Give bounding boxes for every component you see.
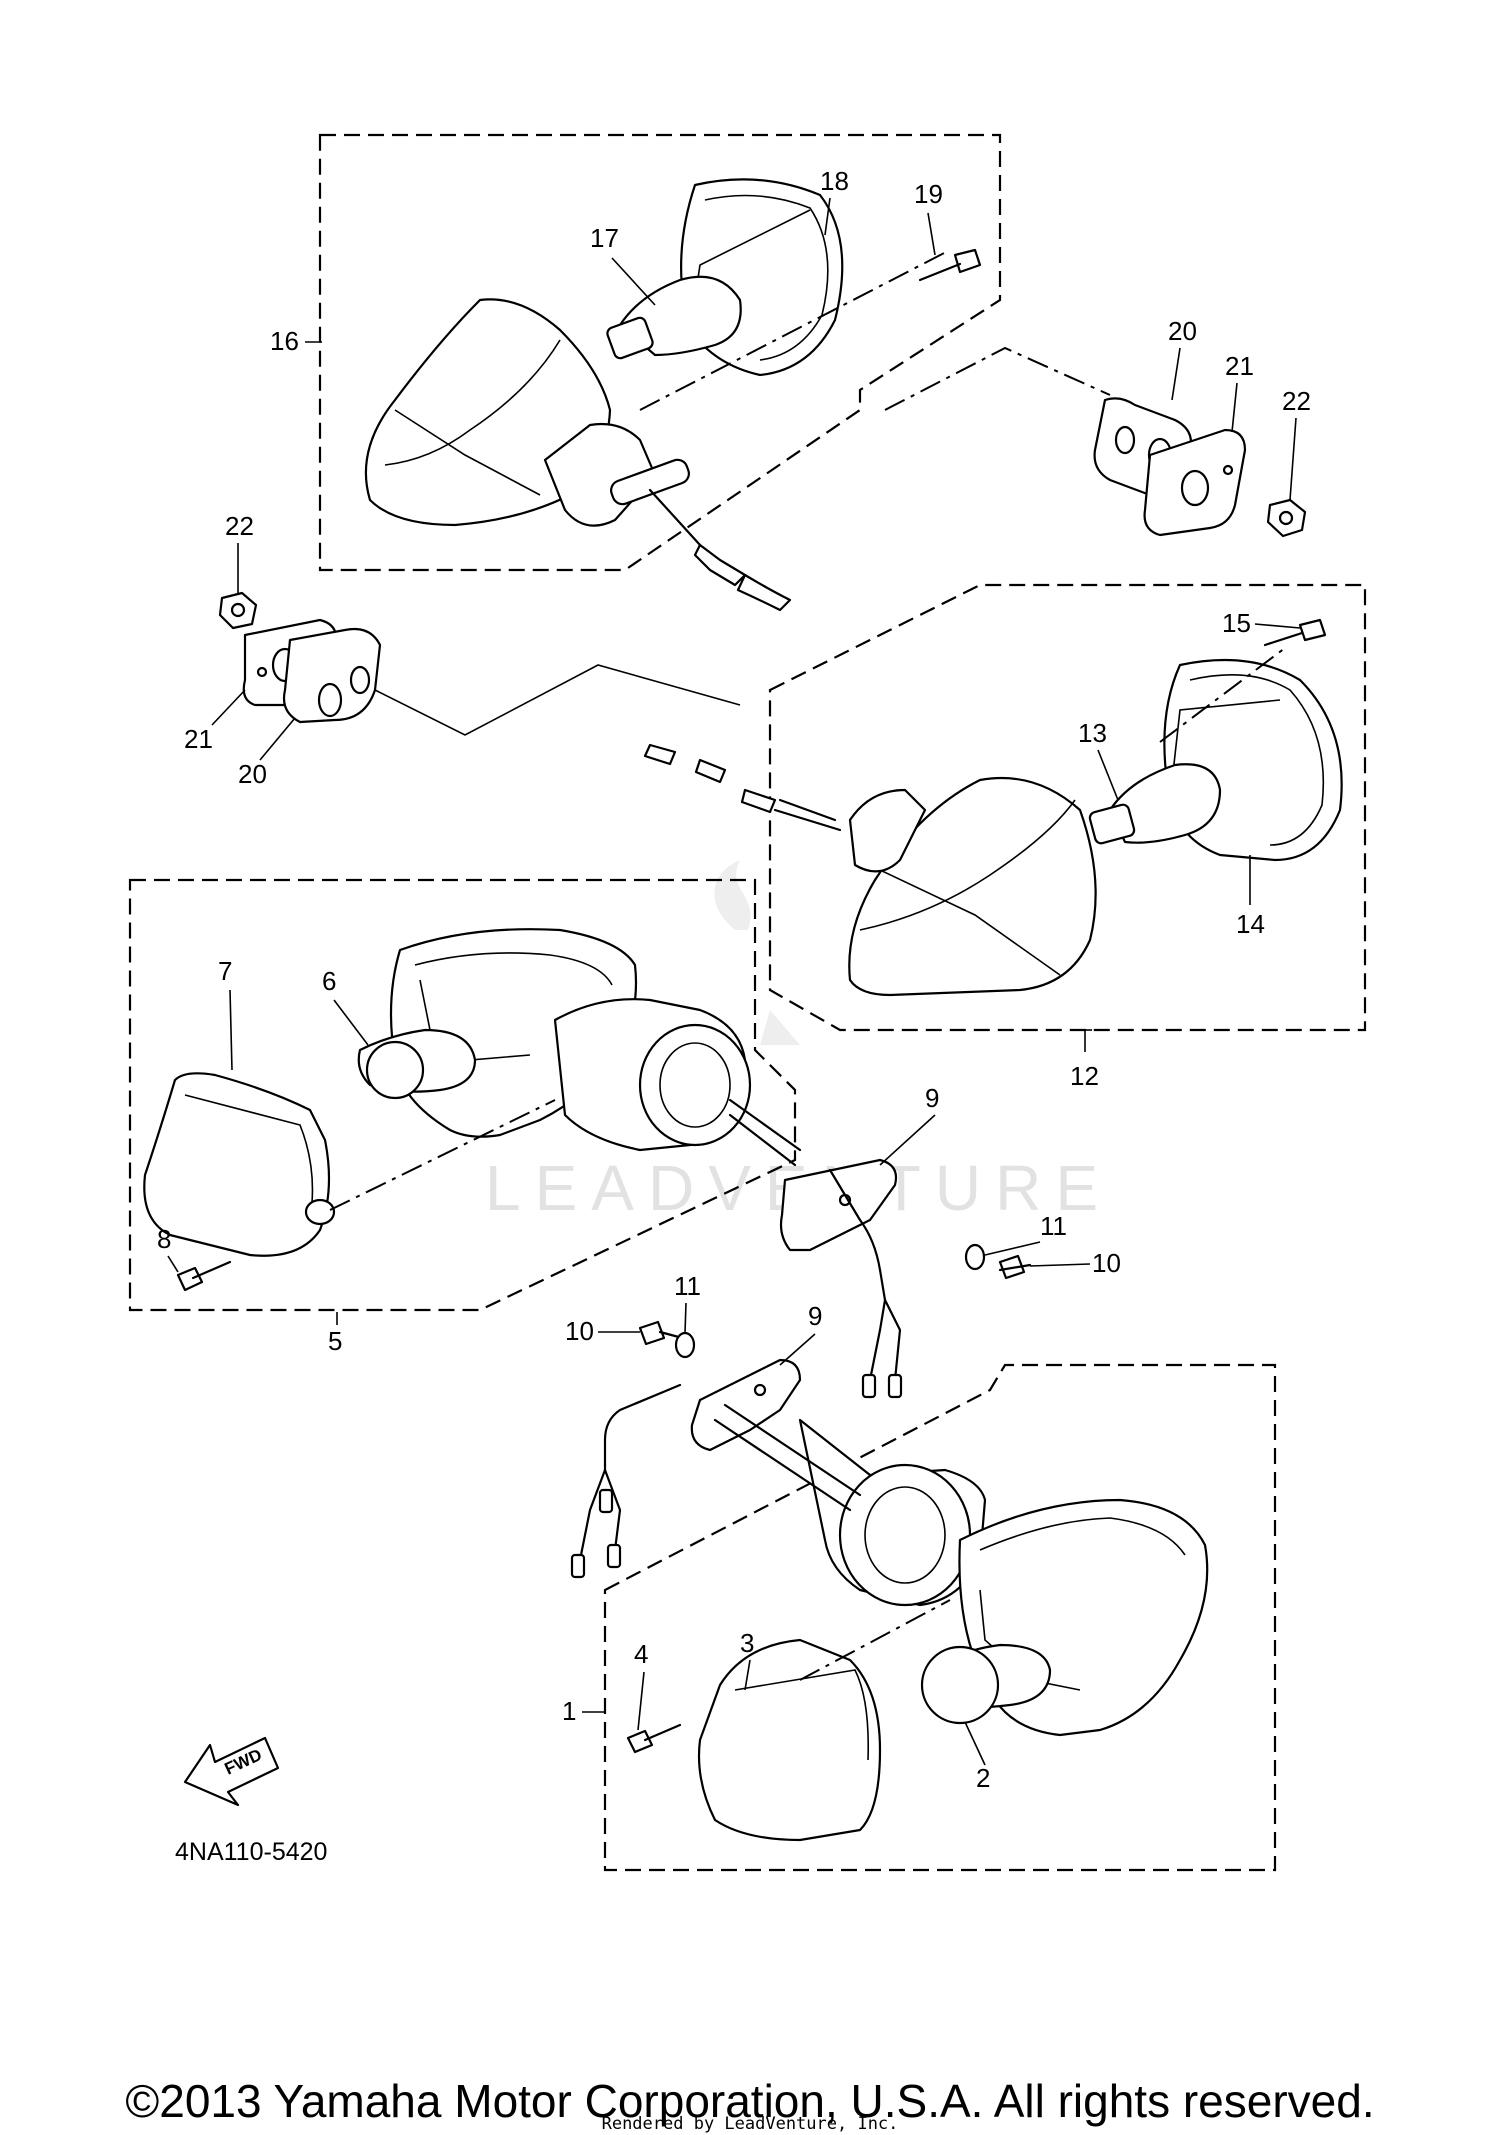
lens-7[interactable] xyxy=(143,1072,331,1257)
callout-21-right: 21 xyxy=(1225,351,1254,381)
guide-line-12 xyxy=(374,664,741,736)
callout-20-right: 20 xyxy=(1168,316,1197,346)
callout-10-upper: 10 xyxy=(1092,1248,1121,1278)
callout-20-left: 20 xyxy=(238,759,267,789)
fwd-arrow-icon: FWD xyxy=(183,1736,280,1807)
callout-5: 5 xyxy=(328,1326,342,1356)
assembly-1-boundary xyxy=(603,1363,1277,1872)
callout-13: 13 xyxy=(1078,718,1107,748)
assembly-5-turn-signal-front-left[interactable] xyxy=(128,878,802,1312)
screw-10-lower[interactable] xyxy=(638,1320,692,1346)
lens-3[interactable] xyxy=(697,1638,882,1842)
nut-22-right[interactable] xyxy=(1266,498,1307,538)
callout-16: 16 xyxy=(270,326,299,356)
callout-14: 14 xyxy=(1236,909,1265,939)
bracket-9-lower[interactable] xyxy=(690,1358,802,1452)
callout-9-upper: 9 xyxy=(925,1083,939,1113)
callout-2: 2 xyxy=(976,1763,990,1793)
screw-4[interactable] xyxy=(626,1723,682,1754)
callout-12: 12 xyxy=(1070,1061,1099,1091)
figure-code: 4NA110-5420 xyxy=(175,1838,327,1866)
callout-4: 4 xyxy=(634,1639,648,1669)
callout-10-lower: 10 xyxy=(565,1316,594,1346)
callout-6: 6 xyxy=(322,966,336,996)
assembly-16-boundary xyxy=(318,133,1002,572)
assembly-5-boundary xyxy=(128,878,797,1312)
assembly-12-turn-signal-rear-right[interactable] xyxy=(643,583,1367,1032)
assembly-16-turn-signal-front-right[interactable] xyxy=(318,133,1002,612)
bulb-13[interactable] xyxy=(1108,763,1222,844)
callout-17: 17 xyxy=(590,223,619,253)
callout-7: 7 xyxy=(218,956,232,986)
screw-19[interactable] xyxy=(918,248,982,282)
screw-10-upper[interactable] xyxy=(998,1254,1032,1280)
bracket-9-upper[interactable] xyxy=(779,1158,898,1272)
screw-15[interactable] xyxy=(1263,618,1327,647)
nut-22-left[interactable] xyxy=(218,591,258,630)
callout-8: 8 xyxy=(157,1224,171,1254)
rubber-mount-20-left[interactable] xyxy=(282,627,382,724)
callout-9-lower: 9 xyxy=(808,1301,822,1331)
callout-21-left: 21 xyxy=(184,724,213,754)
callout-labels: 16 17 18 19 20 21 22 22 21 20 15 13 14 1… xyxy=(157,166,1311,1793)
callout-11-lower: 11 xyxy=(674,1271,701,1301)
assembly-12-boundary xyxy=(768,583,1367,1032)
copyright-notice: ©2013 Yamaha Motor Corporation, U.S.A. A… xyxy=(125,2075,1375,2127)
washer-11-lower[interactable] xyxy=(674,1331,696,1359)
wire-harness-upper xyxy=(861,1268,903,1399)
callout-19: 19 xyxy=(914,179,943,209)
rendered-by-credit: Rendered by LeadVenture, Inc. xyxy=(601,2114,899,2134)
washer-plate-21-right[interactable] xyxy=(1143,428,1247,537)
callout-15: 15 xyxy=(1222,608,1251,638)
screw-8[interactable] xyxy=(176,1260,232,1292)
callout-18: 18 xyxy=(820,166,849,196)
guide-line-20 xyxy=(884,346,1111,411)
assembly-1-turn-signal-rear-left[interactable] xyxy=(603,1363,1277,1872)
washer-11-upper[interactable] xyxy=(964,1243,986,1271)
stalk-12 xyxy=(848,788,927,873)
callout-22-right: 22 xyxy=(1282,386,1311,416)
callout-11-upper: 11 xyxy=(1040,1211,1067,1241)
callout-1: 1 xyxy=(562,1696,576,1726)
callout-22-left: 22 xyxy=(225,511,254,541)
wire-harness-lower xyxy=(570,1383,682,1579)
callout-3: 3 xyxy=(740,1628,754,1658)
